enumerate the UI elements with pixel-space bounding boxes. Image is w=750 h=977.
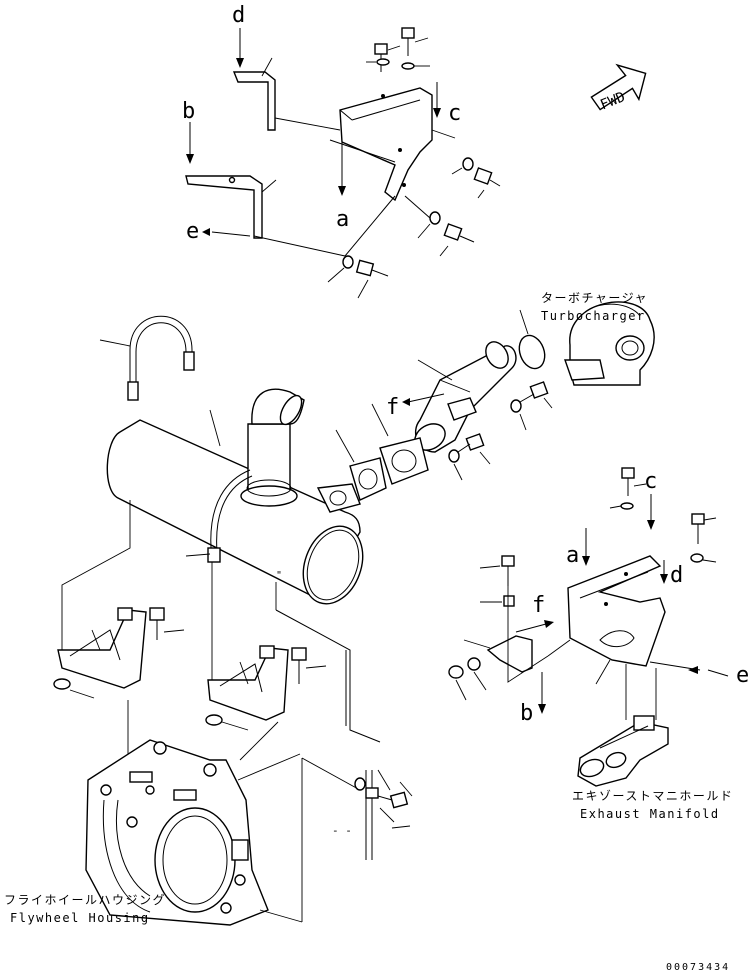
flywheel-housing-label-jp: フライホイールハウジング (4, 893, 166, 907)
turbocharger-label-en: Turbocharger (541, 309, 646, 323)
callout-f-right: f (532, 593, 545, 618)
bracket-b (185, 175, 263, 239)
callout-b-right: b (520, 701, 533, 726)
turbocharger: ターボチャージャ Turbocharger (541, 291, 655, 386)
exhaust-manifold-label-en: Exhaust Manifold (580, 807, 720, 821)
callout-a-right: a (566, 543, 579, 568)
muffler (106, 388, 364, 605)
bolt-side-2 (417, 211, 475, 257)
callout-f-mid: f (386, 395, 399, 420)
callout-e-top: e (186, 219, 199, 244)
callout-b-top: b (182, 99, 195, 124)
flange-gasket-1 (379, 437, 429, 485)
u-bolt (99, 315, 195, 401)
doc-number: 00073434 (666, 962, 730, 973)
bolt-top-1 (374, 43, 401, 72)
washer-top-1 (376, 58, 390, 66)
washer-top-2 (401, 62, 415, 70)
bracket-f (486, 635, 533, 673)
strap-left (210, 469, 251, 561)
callout-e-right: e (736, 663, 749, 688)
top-plate-bracket (339, 87, 433, 202)
right-shield-assembly: c a d e f (448, 467, 749, 726)
bolt-side-3 (327, 255, 389, 299)
exhaust-elbow-pipe (414, 341, 517, 453)
bolt-top-2 (401, 27, 429, 56)
small-mark: " (276, 570, 282, 581)
callout-d-top: d (232, 3, 245, 28)
bolt-elbow-1 (510, 381, 553, 431)
callout-d-right: d (670, 563, 683, 588)
heat-shield (567, 555, 666, 667)
flywheel-housing-label-en: Flywheel Housing (10, 911, 150, 925)
callout-c-right: c (644, 469, 657, 494)
flywheel-housing (85, 739, 361, 926)
fwd-arrow: FWD (590, 63, 647, 113)
support-bracket-left (53, 607, 185, 699)
flange-gasket-2 (349, 457, 387, 501)
callout-c-top: c (448, 101, 461, 126)
callout-a-top: a (336, 207, 349, 232)
gasket-ring (518, 334, 546, 370)
support-bracket-mid (205, 645, 327, 731)
exhaust-manifold-label-jp: エキゾーストマニホールド (572, 789, 733, 803)
turbocharger-label-jp: ターボチャージャ (541, 291, 648, 305)
lower-clamp (354, 769, 413, 860)
top-bracket-assembly: d c a (182, 3, 501, 299)
bolt-elbow-2 (448, 433, 491, 481)
exhaust-manifold: エキゾーストマニホールド Exhaust Manifold (572, 715, 733, 821)
bracket-d (232, 71, 276, 131)
bolt-side-1 (451, 157, 501, 199)
dash-mark: - - (332, 824, 352, 837)
